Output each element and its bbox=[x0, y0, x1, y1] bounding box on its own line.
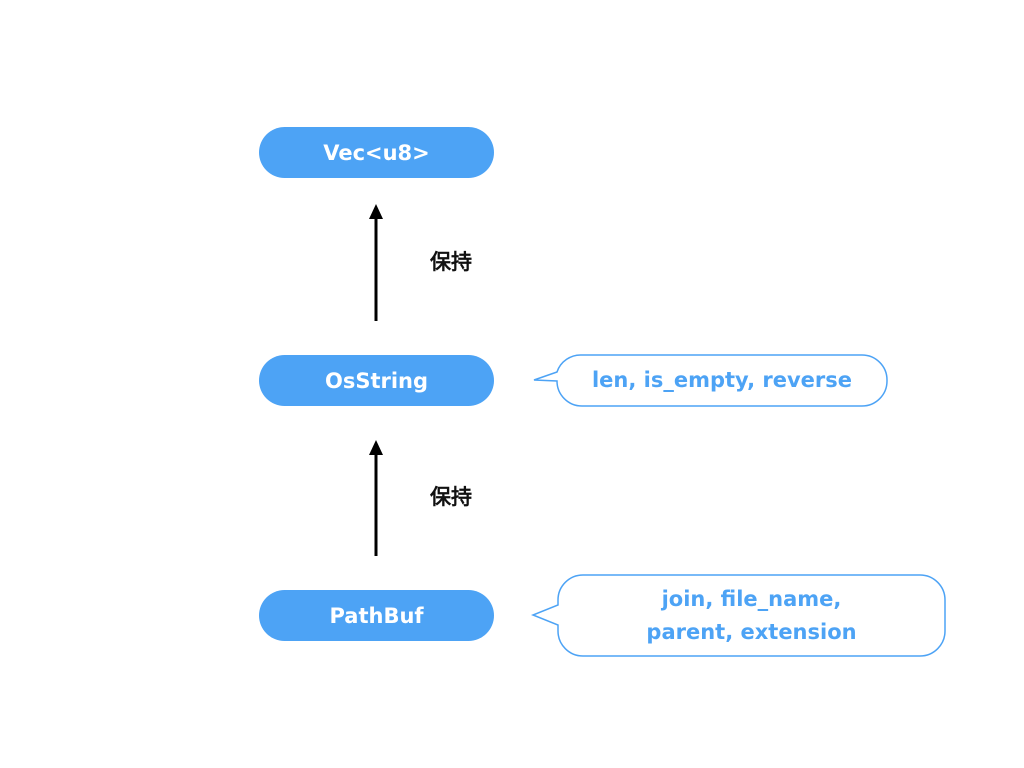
node-pathbuf-label: PathBuf bbox=[329, 603, 424, 628]
edge-label-pathbuf-to-osstring: 保持 bbox=[430, 485, 472, 509]
callout-pathbuf-methods-line1: join, file_name, bbox=[661, 586, 842, 611]
node-osstring-label: OsString bbox=[324, 368, 429, 393]
callout-pathbuf-methods-line2: parent, extension bbox=[646, 619, 857, 644]
callout-pathbuf-methods: join, file_name, parent, extension bbox=[558, 575, 945, 656]
node-osstring: OsString bbox=[259, 355, 494, 406]
node-vec-u8: Vec<u8> bbox=[259, 127, 494, 178]
node-vec-u8-label: Vec<u8> bbox=[323, 140, 430, 165]
edge-label-osstring-to-vec: 保持 bbox=[430, 250, 472, 274]
callout-osstring-shape bbox=[533, 354, 888, 407]
callout-osstring-methods-text: len, is_empty, reverse bbox=[591, 368, 853, 392]
node-pathbuf: PathBuf bbox=[259, 590, 494, 641]
callout-pathbuf-shape bbox=[530, 574, 946, 657]
callout-osstring-methods: len, is_empty, reverse bbox=[557, 355, 887, 406]
arrowhead-pathbuf-to-osstring bbox=[369, 440, 383, 455]
arrowhead-osstring-to-vec bbox=[369, 204, 383, 219]
